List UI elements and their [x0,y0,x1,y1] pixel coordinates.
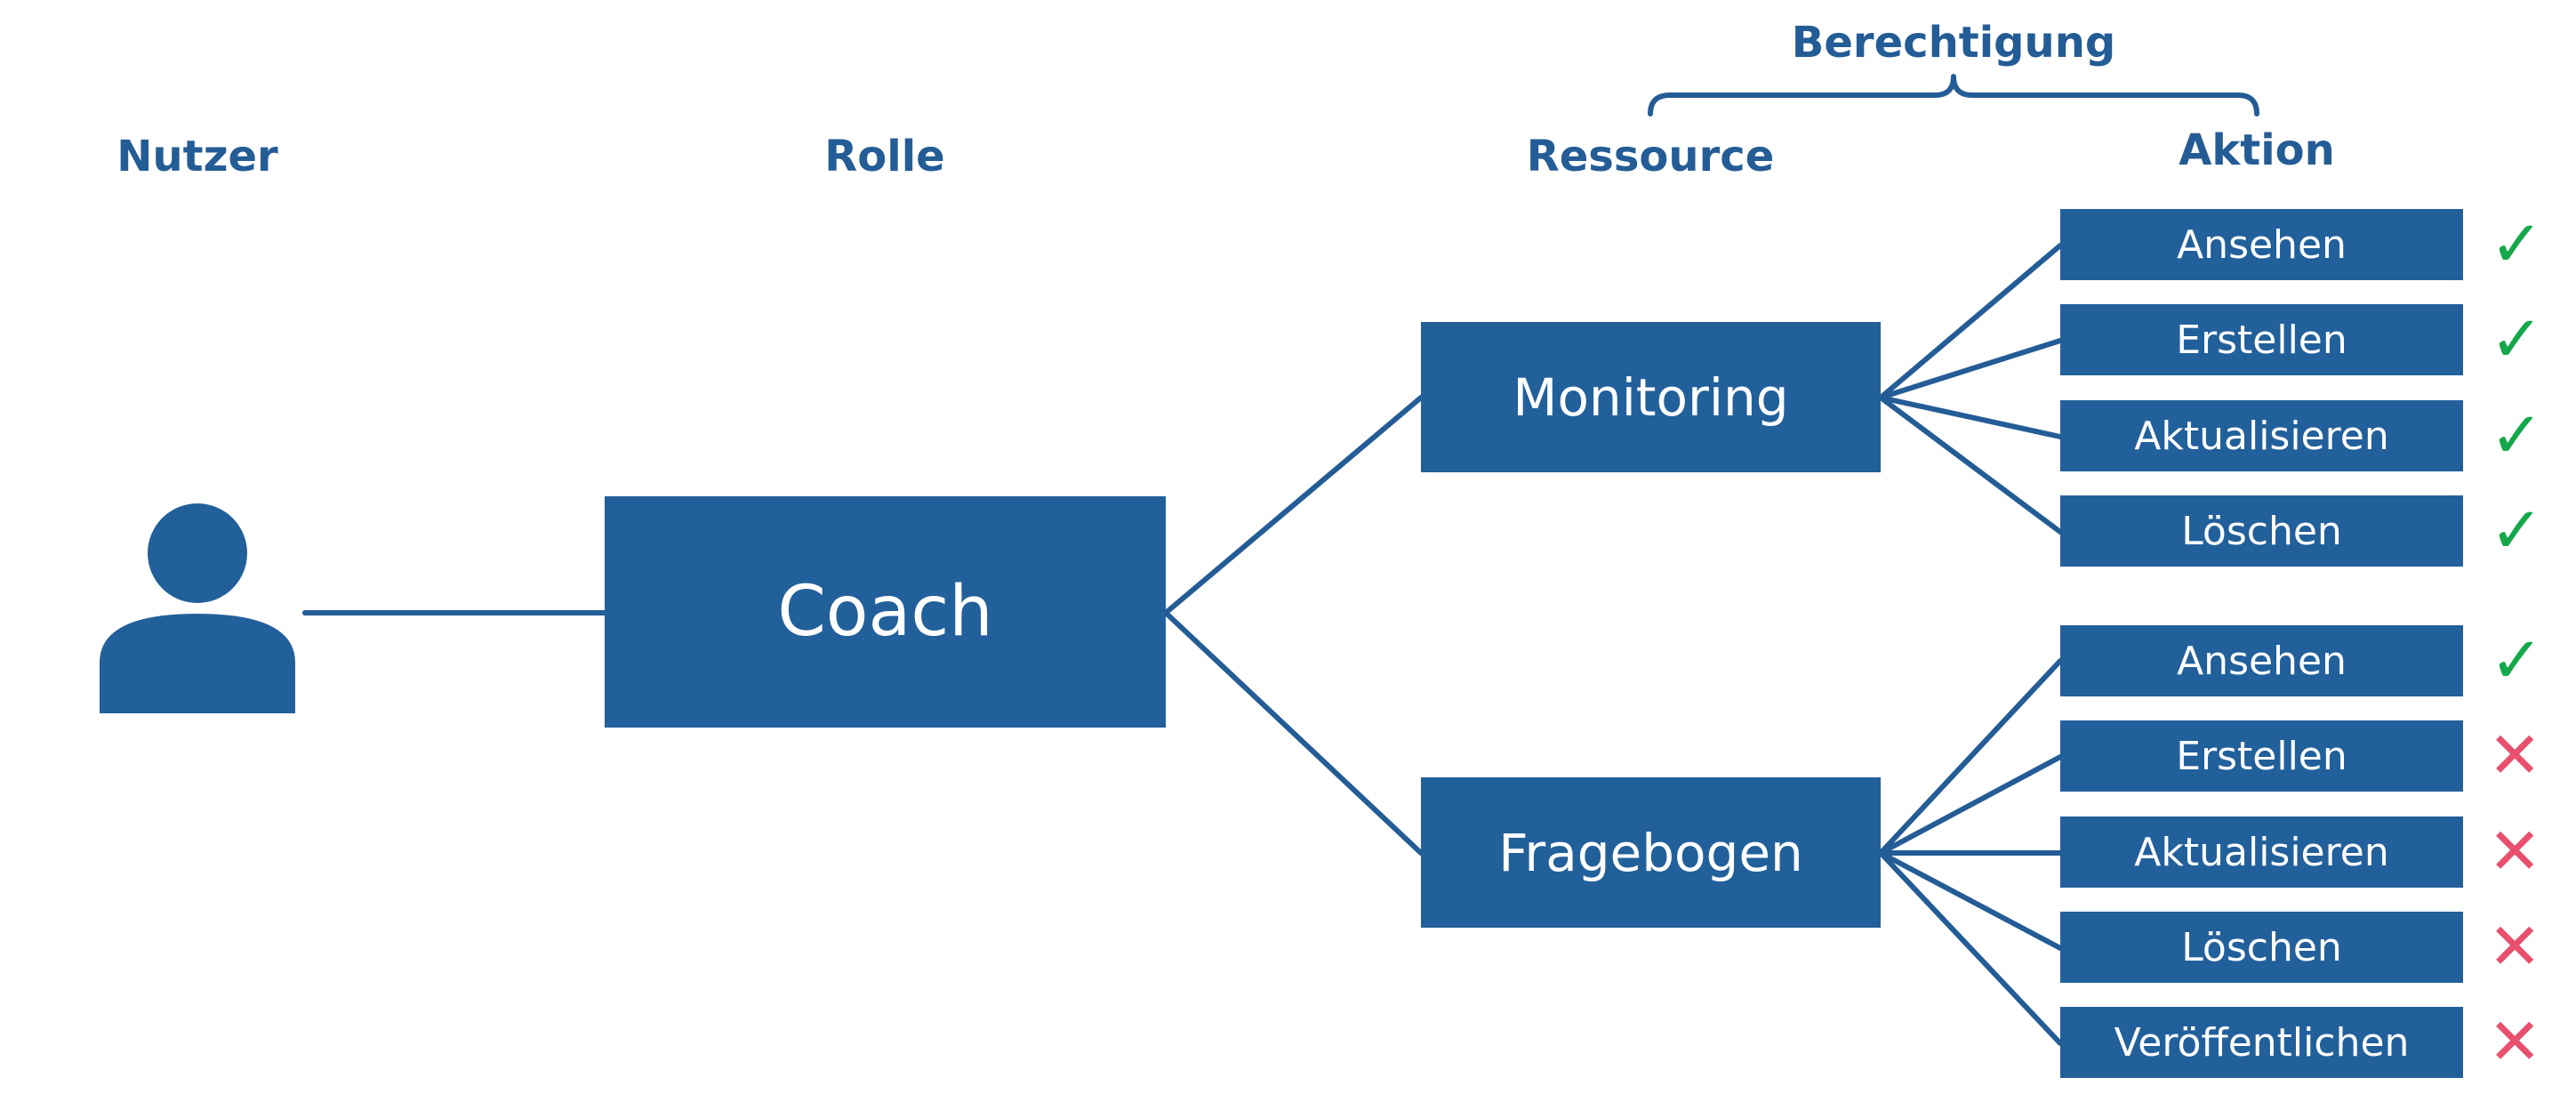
fragebogen-veroeffentlichen-connector [1878,850,2063,1046]
action-box: Erstellen [2060,720,2463,792]
action-box: Veröffentlichen [2060,1007,2463,1078]
header-ressource: Ressource [1526,132,1775,181]
header-aktion: Aktion [2179,125,2335,175]
header-nutzer: Nutzer [116,132,278,181]
header-berechtigung: Berechtigung [1791,18,2116,68]
fragebogen-loeschen-connector [1878,850,2063,951]
action-label: Löschen [2181,924,2342,970]
resource-label: Fragebogen [1498,822,1803,883]
action-box: Ansehen [2060,625,2463,696]
monitoring-loeschen-connector [1878,395,2063,535]
cross-icon: ✕ [2488,1004,2542,1079]
fragebogen-erstellen-connector [1878,754,2063,856]
action-box: Aktualisieren [2060,816,2463,888]
action-label: Erstellen [2176,317,2347,363]
fragebogen-ansehen-connector [1878,658,2063,856]
role-label: Coach [777,572,993,652]
action-label: Erstellen [2176,733,2347,779]
action-label: Ansehen [2177,221,2347,268]
check-icon: ✓ [2490,206,2544,281]
check-icon: ✓ [2490,398,2544,472]
action-label: Veröffentlichen [2114,1019,2410,1066]
role-monitoring-connector [1163,395,1424,615]
action-box: Löschen [2060,912,2463,983]
berechtigung-brace [1648,74,2259,117]
resource-box-monitoring: Monitoring [1421,322,1881,472]
monitoring-erstellen-connector [1878,338,2063,400]
role-fragebogen-connector [1163,610,1424,856]
resource-box-fragebogen: Fragebogen [1421,777,1881,928]
action-label: Aktualisieren [2134,413,2389,459]
action-box: Ansehen [2060,209,2463,280]
monitoring-aktualisieren-connector [1878,395,2063,439]
user-icon [100,503,295,713]
action-label: Löschen [2181,508,2342,554]
resource-label: Monitoring [1513,366,1789,428]
cross-icon: ✕ [2488,718,2542,792]
action-box: Aktualisieren [2060,400,2463,471]
cross-icon: ✕ [2488,814,2542,889]
action-label: Aktualisieren [2134,829,2389,875]
check-icon: ✓ [2490,623,2544,697]
role-box-coach: Coach [605,496,1166,728]
cross-icon: ✕ [2488,909,2542,984]
action-label: Ansehen [2177,638,2347,684]
action-box: Löschen [2060,495,2463,567]
action-box: Erstellen [2060,304,2463,375]
check-icon: ✓ [2490,302,2544,376]
header-rolle: Rolle [824,132,945,181]
monitoring-ansehen-connector [1878,243,2063,400]
check-icon: ✓ [2490,493,2544,567]
